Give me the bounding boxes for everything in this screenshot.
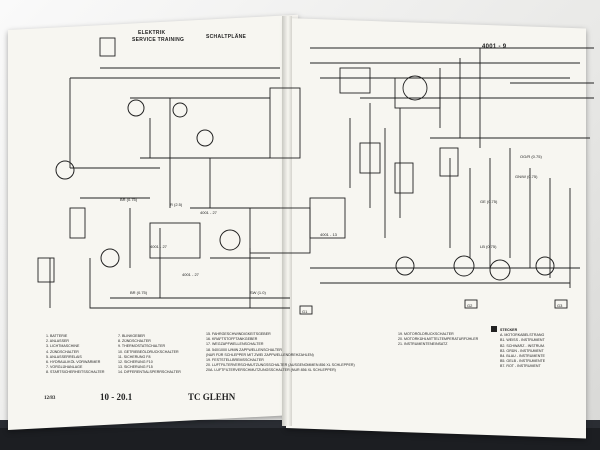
wire-label: GE (0.75) <box>480 199 498 204</box>
wire-label: LB (0.75) <box>480 244 497 249</box>
page-code: 4001 - 9 <box>482 44 507 50</box>
legend-item: 20A. LUFTFILTERVERSCHMUTZUNGSSCHALTER (N… <box>206 368 336 373</box>
part-number: 4001 - 27 <box>150 244 168 249</box>
wiring-schematic: G1 G2 G3 BR (0.75) SW (1.0) R (2.5) BR (… <box>37 37 594 315</box>
legend-item: B2. SCHWARZ - INSTRUM. <box>500 343 545 348</box>
legend-item: B4. BLAU - INSTRUMENTE <box>500 353 545 358</box>
legend-item: 15. FAHRGESCHWINDIGKEITSGEBER <box>206 332 271 336</box>
legend-item: 9. THERMOSTATSCHALTER <box>118 344 166 349</box>
legend-item: 8. STARTSICHERHEITSSCHALTER <box>46 370 105 375</box>
legend-item: (NUR FÜR SCHLEPPER MIT ZWEI ZAPFWELLENDR… <box>206 352 314 357</box>
legend-item: 2. ANLASSER <box>46 339 69 344</box>
legend-item: 7. BLINKGEBER <box>118 334 145 338</box>
wire-label: GN/W (0.75) <box>515 174 538 179</box>
legend-item: 19. MOTORÖLDRUCKSCHALTER <box>398 332 454 336</box>
header-title: SCHALTPLÄNE <box>206 34 247 40</box>
wire-label: BR (0.75) <box>120 197 138 202</box>
legend-item: B3. GRÜN - INSTRUMENT <box>500 348 544 353</box>
stecker-marker <box>491 326 497 332</box>
legend-item: 8. ZÜNDSCHALTER <box>118 339 151 344</box>
legend-item: 7. VORGLÜHANLAGE <box>46 365 83 370</box>
legend-item: B1. WEISS - INSTRUMENT <box>500 338 545 343</box>
legend-item: A. MOTORKABELSTRANG <box>500 333 545 338</box>
part-number: 4001 - 13 <box>320 232 338 237</box>
wire-label: BR (0.75) <box>130 290 148 295</box>
legend-item: 4. ZÜNDSCHALTER <box>46 349 79 354</box>
book-spine <box>282 16 292 426</box>
footer-code: 12/83 <box>44 396 56 401</box>
header-line2: SERVICE TRAINING <box>132 37 185 43</box>
ground-label-g3: G3 <box>557 303 563 308</box>
legend-right: 19. MOTORÖLDRUCKSCHALTER 20. MOTORKÜHLMI… <box>398 332 478 348</box>
stecker-title: STECKER <box>500 328 518 332</box>
legend-item: 10. GETRIEBEÖLDRUCKSCHALTER <box>118 349 179 354</box>
legend-item: 3. LICHTMASCHINE <box>46 344 80 349</box>
part-number: 4001 - 27 <box>182 272 200 277</box>
footer-publisher: TC GLEHN <box>188 392 236 402</box>
legend-item: 19. FESTSTELLBREMSSCHALTER <box>206 357 264 362</box>
legend-stecker: STECKER A. MOTORKABELSTRANG B1. WEISS - … <box>500 328 545 370</box>
legend-middle: 7. BLINKGEBER 8. ZÜNDSCHALTER 9. THERMOS… <box>118 334 181 376</box>
wire-label: OG/R (0.75) <box>520 154 542 159</box>
wire-label: R (2.5) <box>170 202 183 207</box>
ground-label-g2: G2 <box>467 303 473 308</box>
legend-item: 11. SICHERUNG F8 <box>118 354 151 359</box>
legend-item: 14. DIFFERENTIALSPERRSCHALTER <box>118 370 181 375</box>
ground-label-g1: G1 <box>302 309 308 314</box>
legend-item: 18. 540/1000 U/MIN ZAPFWELLENSCHALTER <box>206 347 283 352</box>
part-number: 4001 - 27 <box>200 210 218 215</box>
legend-item: 21. INSTRUMENTENEINSATZ <box>398 342 448 347</box>
legend-item: B5. GELB - INSTRUMENTE <box>500 359 546 364</box>
legend-left: 1. BATTERIE 2. ANLASSER 3. LICHTMASCHINE… <box>46 334 105 376</box>
header-line1: ELEKTRIK <box>138 30 166 36</box>
wire-label: SW (1.0) <box>250 290 266 295</box>
legend-item: 1. BATTERIE <box>46 334 68 338</box>
legend-item: 20. LUFTFILTERVERSCHMUTZUNGSSCHALTER (AU… <box>206 363 355 368</box>
legend-item: 17. WEGZAPFWELLENSCHALTER <box>206 342 264 347</box>
legend-item: 5. ANLASSERRELAIS <box>46 354 82 359</box>
legend-item: 13. SICHERUNG F15 <box>118 365 153 370</box>
legend-item: B7. ROT - INSTRUMENT <box>500 364 541 369</box>
legend-item: 12. SICHERUNG F10 <box>118 359 153 364</box>
footer-page-number: 10 - 20.1 <box>100 392 133 402</box>
legend-item: 6. HYDRAULIKÖL VORWÄRMER <box>46 359 101 364</box>
legend-item: 20. MOTORKÜHLMITTELTEMPERATURFÜHLER <box>398 337 479 342</box>
legend-center: 15. FAHRGESCHWINDIGKEITSGEBER 16. KRAFTS… <box>206 332 355 374</box>
legend-item: 16. KRAFTSTOFFTANKGEBER <box>206 337 258 342</box>
